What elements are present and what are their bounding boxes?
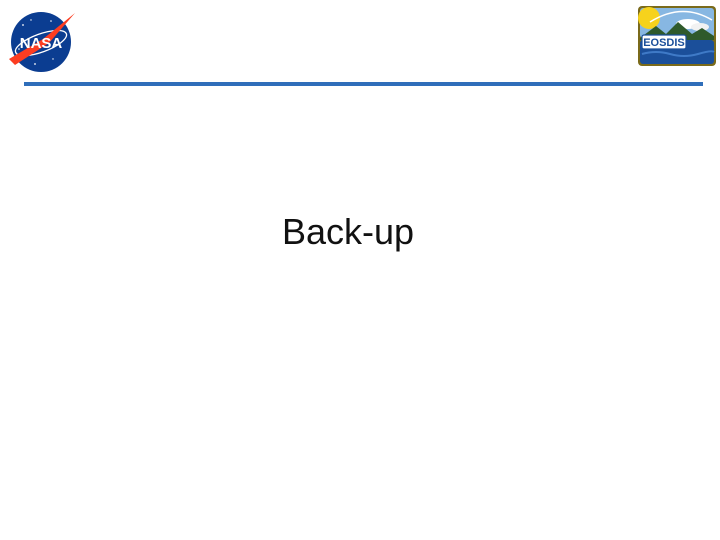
svg-text:NASA: NASA bbox=[20, 35, 63, 52]
eosdis-logo: EOSDIS bbox=[636, 4, 718, 68]
nasa-logo: NASA bbox=[5, 9, 77, 73]
header-divider bbox=[24, 82, 703, 86]
slide-title: Back-up bbox=[281, 211, 415, 252]
svg-text:EOSDIS: EOSDIS bbox=[643, 37, 685, 49]
eosdis-emblem-icon: EOSDIS bbox=[638, 6, 716, 66]
nasa-meatball-icon: NASA bbox=[9, 12, 75, 72]
